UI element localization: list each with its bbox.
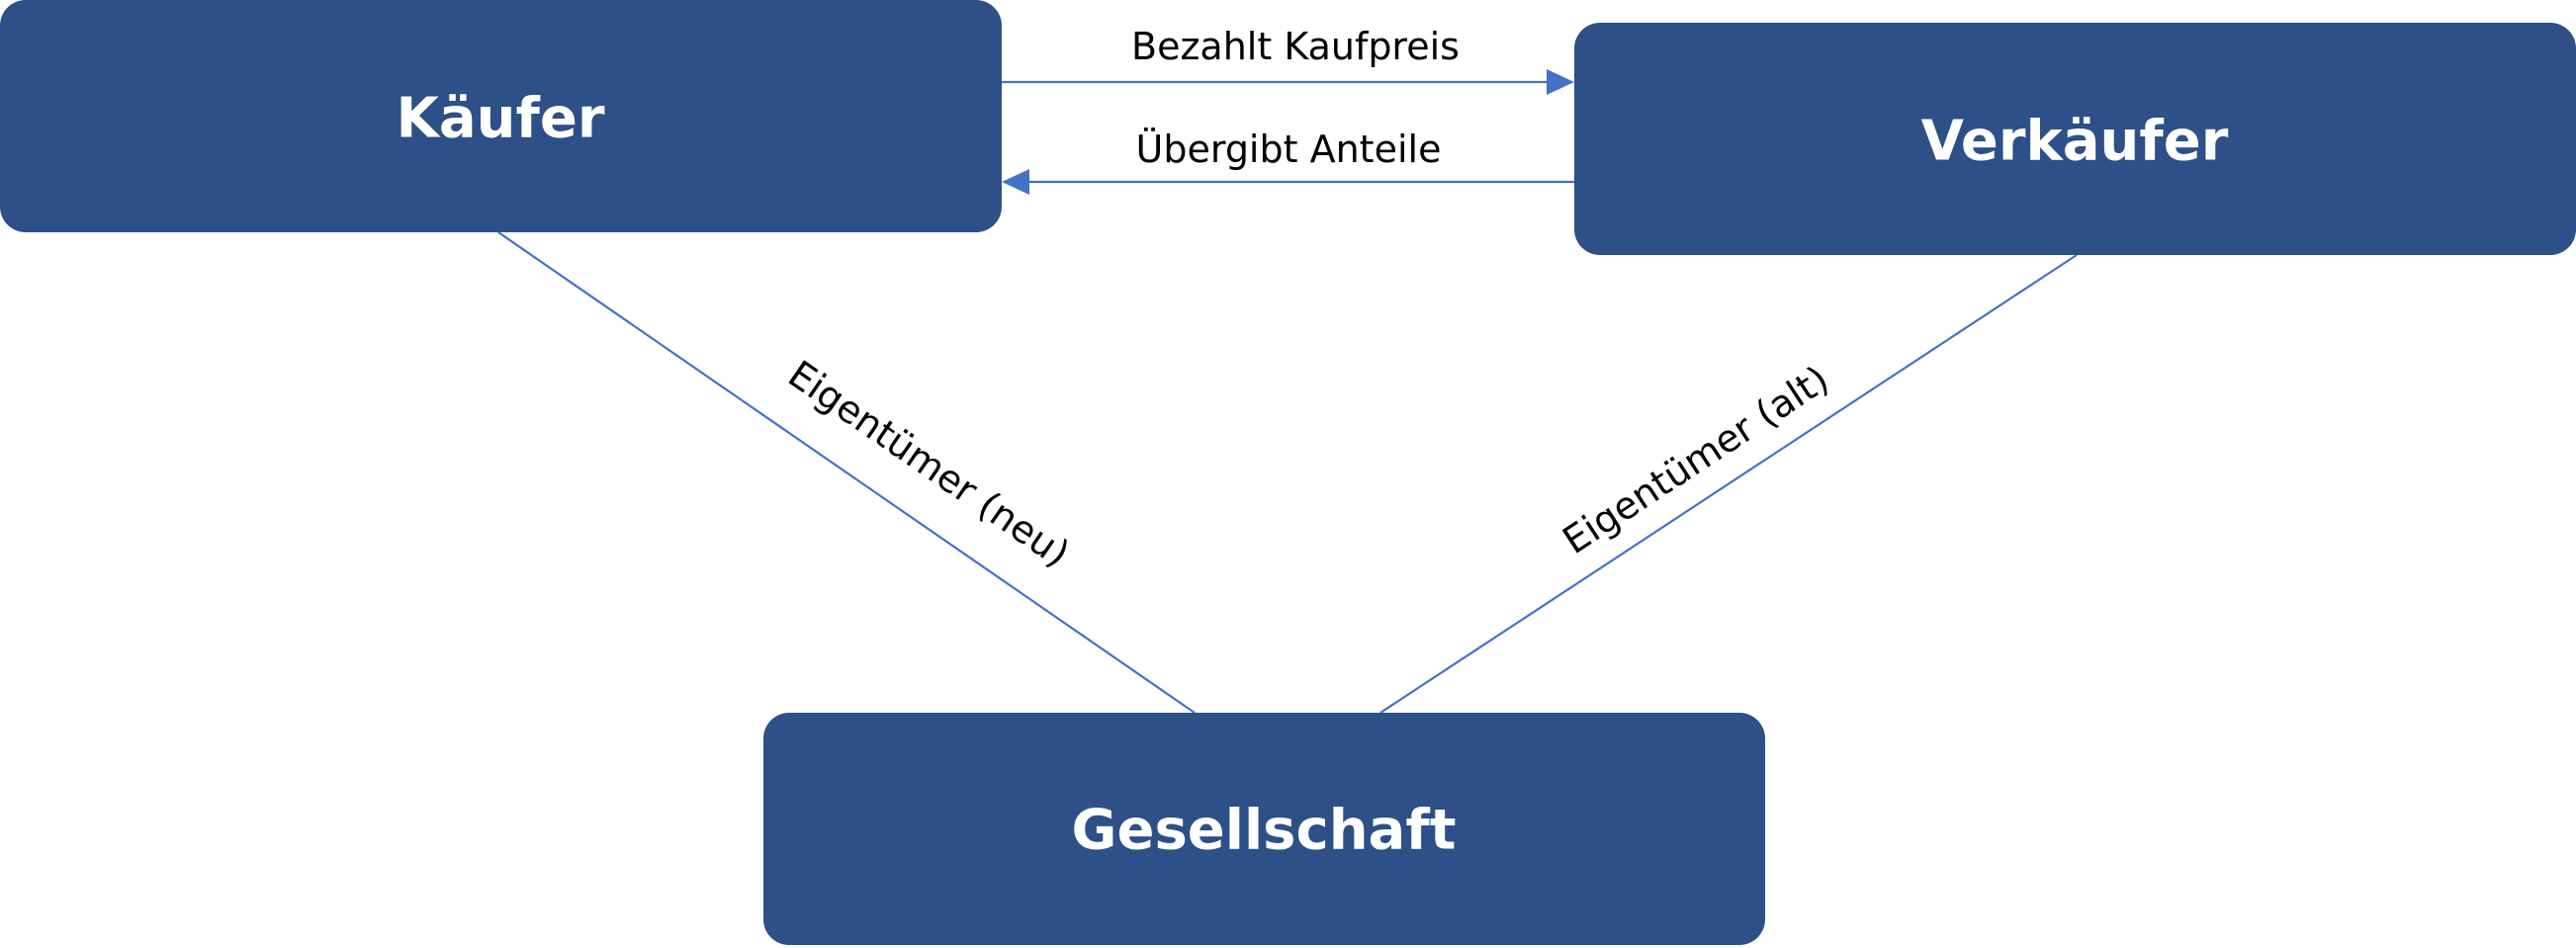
arrow-hands-over-shares [1002, 169, 1574, 195]
label-hands-over-shares: Übergibt Anteile [1136, 128, 1442, 171]
label-pays-price: Bezahlt Kaufpreis [1131, 25, 1460, 68]
label-owner-old: Eigentümer (alt) [1555, 357, 1837, 562]
arrowhead-right-icon [1547, 69, 1574, 95]
node-seller: Verkäufer [1574, 23, 2576, 255]
connector-seller-company [1379, 254, 2078, 714]
arrowhead-left-icon [1002, 169, 1029, 195]
arrow-pays-price [1002, 69, 1574, 95]
node-buyer-label: Käufer [396, 87, 604, 151]
connector-buyer-company [497, 231, 1196, 714]
node-buyer: Käufer [0, 0, 1002, 232]
node-seller-label: Verkäufer [1921, 110, 2229, 174]
node-company-box [763, 713, 1765, 945]
node-buyer-box [0, 0, 1002, 232]
node-company-label: Gesellschaft [1072, 799, 1457, 863]
node-seller-box [1574, 23, 2576, 255]
label-owner-new: Eigentümer (neu) [780, 352, 1077, 575]
node-company: Gesellschaft [763, 713, 1765, 945]
